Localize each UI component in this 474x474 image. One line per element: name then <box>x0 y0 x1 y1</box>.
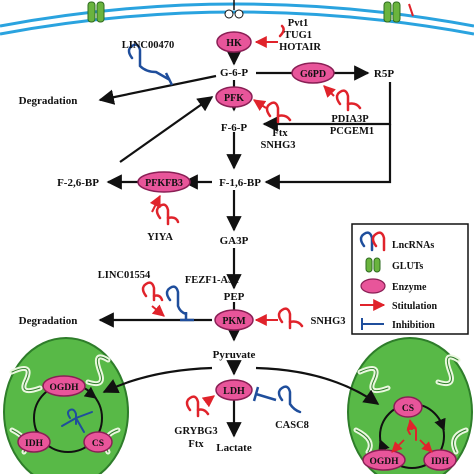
legend-lncrna-icon <box>359 231 386 252</box>
lncrna-ftx-pfk: Ftx <box>272 128 288 139</box>
lncrna-snhg3-pkm: SNHG3 <box>310 316 345 327</box>
stimulation-mito-right <box>391 418 433 453</box>
enzyme-g6pd: G6PD <box>291 62 335 84</box>
lncrna-icon-hk-group <box>278 24 285 38</box>
metabolite-f26bp: F-2,6-BP <box>57 177 99 189</box>
degradation-label-bottom: Degradation <box>19 315 78 327</box>
metabolite-g6p: G-6-P <box>220 67 248 79</box>
stimulation-pfkfb3 <box>149 194 161 213</box>
metabolite-r5p: R5P <box>374 68 394 80</box>
lncrna-casc8: CASC8 <box>275 420 309 431</box>
enzyme-ogdh-right: OGDH <box>362 449 406 471</box>
enzyme-idh-left-label: IDH <box>25 439 44 449</box>
legend-inhibition-icon <box>361 318 384 330</box>
stimulation-g6pd <box>323 85 336 98</box>
enzyme-ldh-label: LDH <box>223 386 245 397</box>
lncrna-icon-yiya <box>155 203 180 226</box>
lncrna-icon-linc01554 <box>141 281 164 302</box>
lncrna-hotair: HOTAIR <box>279 42 321 53</box>
enzyme-g6pd-label: G6PD <box>300 69 326 80</box>
stimulation-pfk <box>253 99 267 111</box>
enzyme-pkm-label: PKM <box>222 316 246 327</box>
enzyme-cs-left: CS <box>83 431 113 453</box>
lncrna-grybg3: GRYBG3 <box>174 426 217 437</box>
lncrna-linc00470: LINC00470 <box>122 40 175 51</box>
lncrna-pcgem1: PCGEM1 <box>330 126 374 137</box>
enzyme-cs-right-label: CS <box>402 404 414 414</box>
glut-transporter-left <box>87 1 105 23</box>
lncrna-icon-linc00470 <box>127 43 158 74</box>
metabolite-pyruvate: Pyruvate <box>213 349 256 361</box>
enzyme-ogdh-left-label: OGDH <box>49 383 79 393</box>
enzyme-pkm: PKM <box>214 309 254 331</box>
inhibition-linc00470 <box>155 70 174 86</box>
cell-membrane <box>0 2 474 36</box>
lncrna-pvt1: Pvt1 <box>288 18 308 29</box>
glut-transporter-right <box>383 1 401 23</box>
lncrna-tug1: TUG1 <box>284 30 312 41</box>
legend-lncrnas-label: LncRNAs <box>392 240 434 251</box>
lncrna-pdia3p: PDIA3P <box>331 114 369 125</box>
lncrna-icon-snhg3-pkm <box>277 307 304 330</box>
enzyme-idh-left: IDH <box>17 431 51 453</box>
lncrna-icon-grybg3 <box>185 395 210 418</box>
lncrna-icon-casc8 <box>277 385 302 414</box>
legend-enzyme-icon <box>360 278 386 294</box>
enzyme-pfkfb3-label: PFKFB3 <box>145 178 183 189</box>
enzyme-pfkfb3: PFKFB3 <box>137 171 191 193</box>
enzyme-ldh: LDH <box>215 379 253 401</box>
lncrna-icon-mito-left <box>61 408 93 433</box>
metabolite-f16bp: F-1,6-BP <box>219 177 261 189</box>
legend-stimulation-label: Stitulation <box>392 301 437 312</box>
lncrna-yiya: YIYA <box>147 232 173 243</box>
metabolite-ga3p: GA3P <box>220 235 249 247</box>
lncrna-ftx-ldh: Ftx <box>188 439 204 450</box>
mitochondrion-left <box>3 337 129 474</box>
metabolite-lactate: Lactate <box>216 442 252 454</box>
pathway-arrows <box>98 50 392 438</box>
enzyme-pfk-label: PFK <box>224 93 244 104</box>
legend-enzyme-label: Enzyme <box>392 282 427 293</box>
legend: LncRNAs GLUTs Enzyme Stitulation Inhibit… <box>351 223 469 335</box>
enzyme-idh-right: IDH <box>423 449 457 471</box>
legend-gluts-label: GLUTs <box>392 261 423 272</box>
degradation-label-top: Degradation <box>19 95 78 107</box>
enzyme-hk: HK <box>216 31 252 53</box>
enzyme-pfk: PFK <box>215 86 253 108</box>
lncrna-icon-g6pd-group <box>335 89 362 112</box>
enzyme-hk-label: HK <box>226 38 242 49</box>
lncrna-icon-pfk-group <box>265 101 292 124</box>
stimulation-linc01554 <box>151 304 165 317</box>
lncrna-fezf1-as1: FEZF1-AS1 <box>185 275 239 286</box>
lncrna-icon-fezf1-as1 <box>165 285 188 316</box>
legend-inhibition-label: Inhibition <box>392 320 435 331</box>
enzyme-ogdh-left: OGDH <box>42 375 86 397</box>
stimulation-mark-top <box>408 3 414 17</box>
lncrna-linc01554: LINC01554 <box>98 270 151 281</box>
enzyme-ogdh-right-label: OGDH <box>369 457 399 467</box>
glucose-entry-icon <box>224 0 244 19</box>
inhibition-casc8 <box>252 386 277 402</box>
metabolite-f6p: F-6-P <box>221 122 248 134</box>
lncrna-snhg3-pfk: SNHG3 <box>260 140 295 151</box>
metabolite-pep: PEP <box>224 291 245 303</box>
stimulation-ldh <box>201 395 215 408</box>
inhibition-fezf1-as1 <box>180 312 194 322</box>
legend-glut-icon <box>365 257 381 273</box>
enzyme-idh-right-label: IDH <box>431 457 450 467</box>
enzyme-cs-left-label: CS <box>92 439 104 449</box>
enzyme-cs-right: CS <box>393 396 423 418</box>
